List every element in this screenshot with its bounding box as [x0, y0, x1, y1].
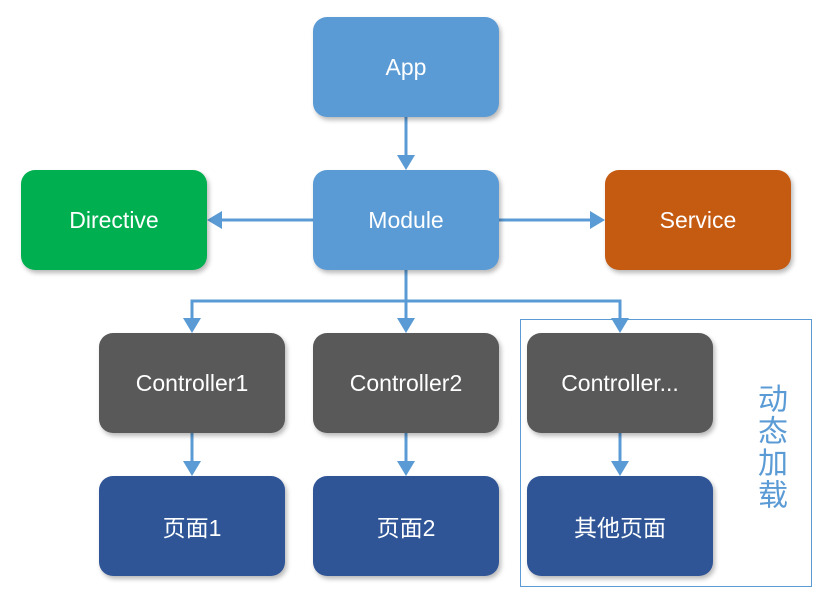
page1-node[interactable]: 页面1: [99, 476, 285, 576]
other-pages-label: 其他页面: [574, 515, 666, 541]
controller-more-node[interactable]: Controller...: [527, 333, 713, 433]
arrow-module-to-controller1: [190, 270, 408, 318]
arrow-module-to-controller_more: [404, 270, 622, 318]
app-node[interactable]: App: [313, 17, 499, 117]
arrow-controller_more-to-other_pages-head: [611, 461, 629, 476]
page1-label: 页面1: [162, 515, 222, 541]
other-pages-node[interactable]: 其他页面: [527, 476, 713, 576]
page2-node[interactable]: 页面2: [313, 476, 499, 576]
controller1-node[interactable]: Controller1: [99, 333, 285, 433]
controller2-label: Controller2: [349, 369, 463, 396]
arrow-module-to-service-head: [590, 211, 605, 229]
dynamic-loading-group: [520, 319, 812, 587]
module-node[interactable]: Module: [313, 170, 499, 270]
app-label: App: [385, 53, 427, 80]
module-label: Module: [368, 206, 444, 233]
directive-node[interactable]: Directive: [21, 170, 207, 270]
arrow-module-to-controller_more-head: [611, 318, 629, 333]
arrow-module-to-controller1-head: [183, 318, 201, 333]
page2-label: 页面2: [376, 515, 436, 541]
controller2-node[interactable]: Controller2: [313, 333, 499, 433]
service-node[interactable]: Service: [605, 170, 791, 270]
arrow-controller2-to-page2-head: [397, 461, 415, 476]
directive-label: Directive: [69, 206, 159, 233]
controller1-label: Controller1: [135, 369, 249, 396]
arrow-module-to-controller2-head: [397, 318, 415, 333]
controller-more-label: Controller...: [561, 369, 679, 396]
arrow-app-to-module-head: [397, 155, 415, 170]
arrow-controller1-to-page1-head: [183, 461, 201, 476]
arrow-module-to-directive-head: [207, 211, 222, 229]
service-label: Service: [659, 206, 737, 233]
dynamic-loading-label: 动态加载: [752, 383, 787, 511]
